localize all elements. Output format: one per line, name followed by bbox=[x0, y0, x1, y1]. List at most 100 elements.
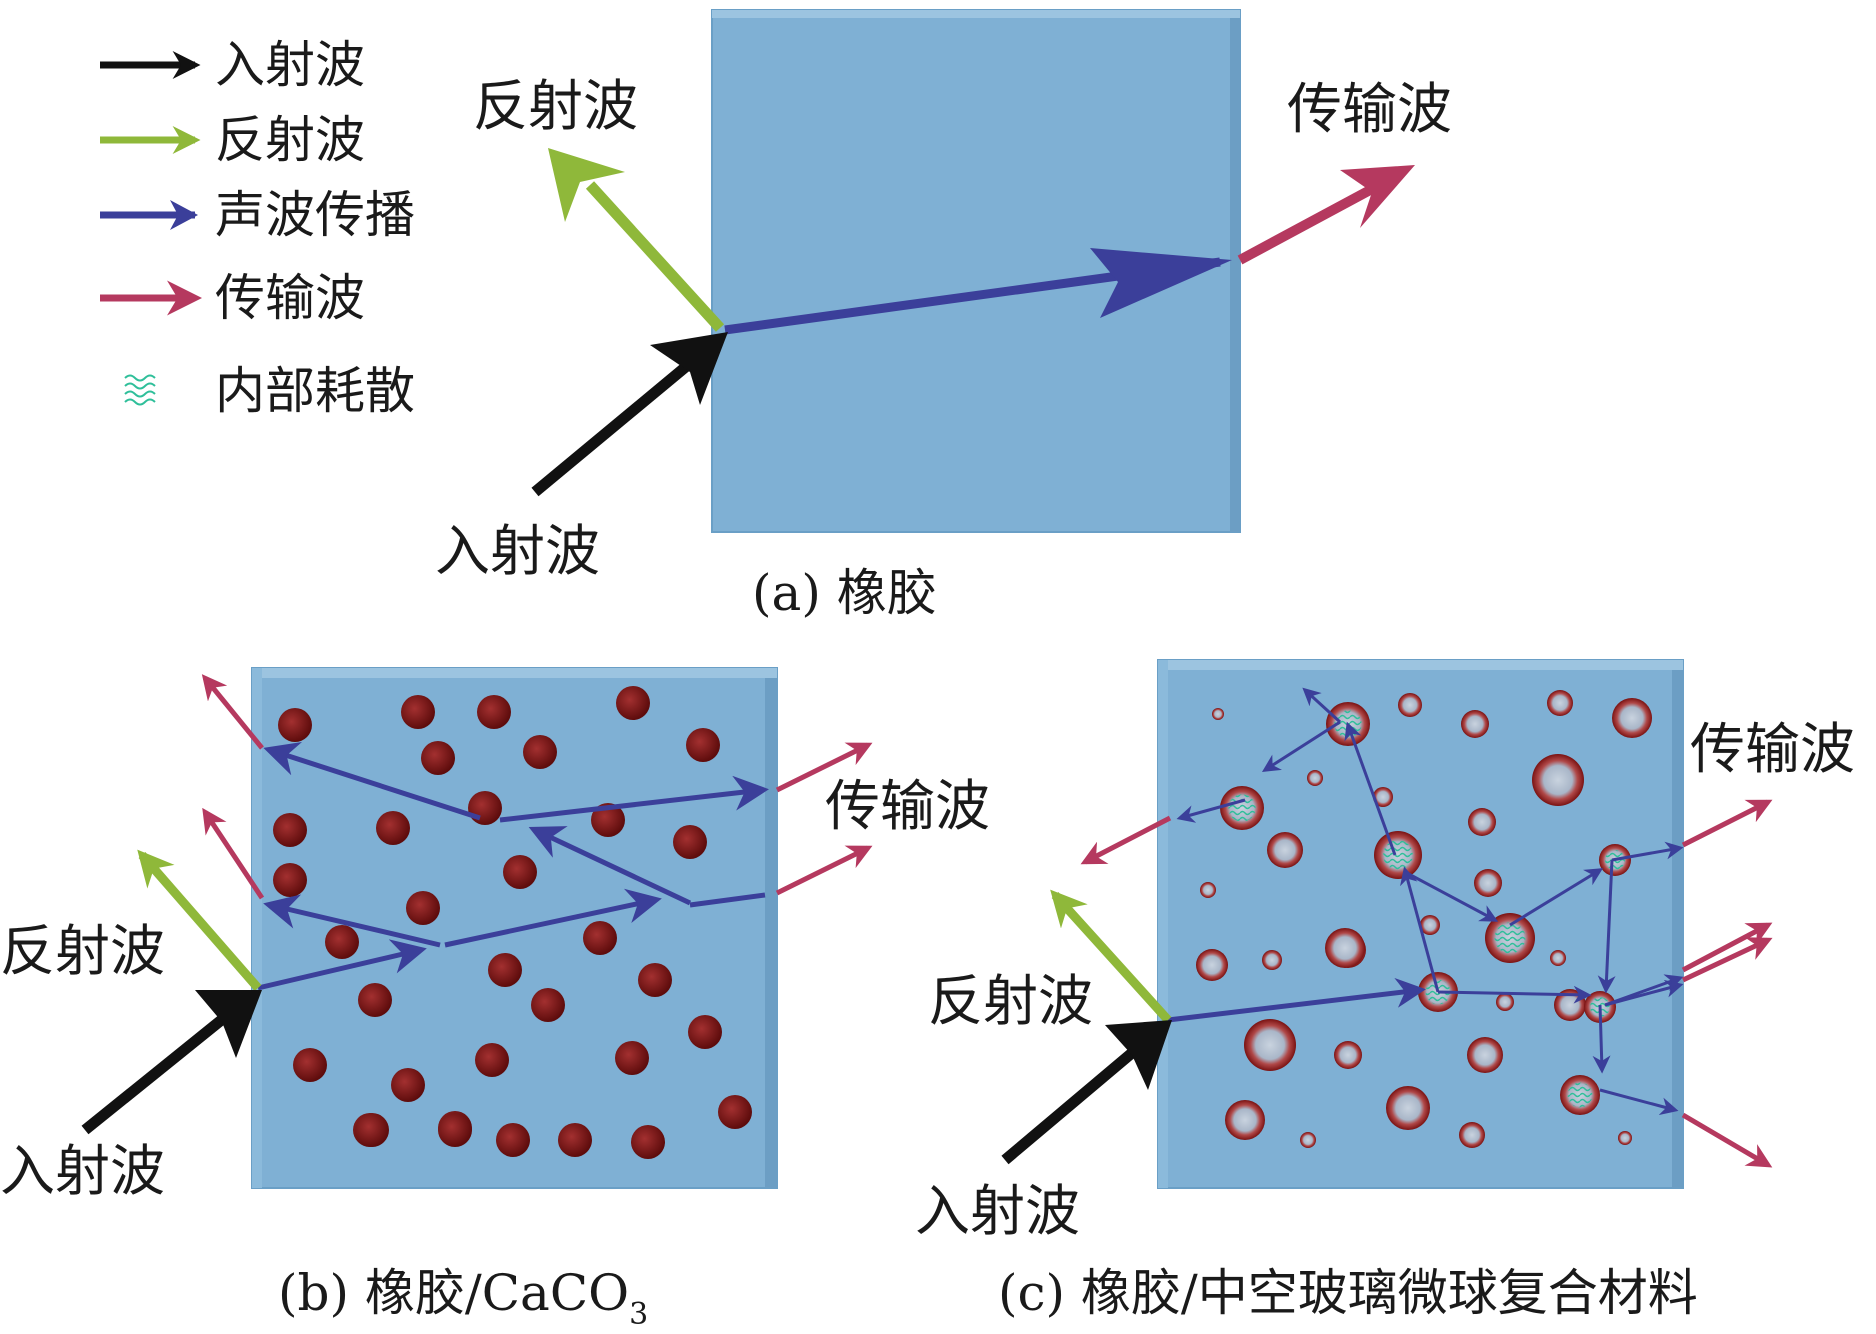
legend-label-transmitted: 传输波 bbox=[215, 269, 365, 327]
hollow-microsphere bbox=[1196, 949, 1228, 981]
caco3-particle bbox=[438, 1113, 472, 1147]
transmitted-arrow-c-left bbox=[1080, 815, 1172, 865]
hollow-microsphere bbox=[1547, 690, 1573, 716]
caco3-particle bbox=[583, 921, 617, 955]
propagation-path-b-2 bbox=[444, 888, 662, 948]
incident-arrow-b bbox=[81, 1000, 244, 1135]
caco3-particle bbox=[278, 708, 312, 742]
wavy-dissipation-icon bbox=[124, 374, 156, 406]
hollow-microsphere bbox=[1468, 808, 1496, 836]
propagation-path-b-4 bbox=[528, 826, 692, 906]
caco3-particle bbox=[638, 963, 672, 997]
caco3-particle bbox=[273, 813, 307, 847]
caco3-particle bbox=[686, 728, 720, 762]
rubber-block-a bbox=[711, 9, 1241, 533]
hollow-microsphere bbox=[1420, 915, 1440, 935]
incident-label-c: 入射波 bbox=[915, 1179, 1080, 1243]
propagation-path-b-7 bbox=[263, 894, 441, 948]
incident-arrow-c bbox=[1001, 1037, 1149, 1165]
caco3-particle bbox=[401, 695, 435, 729]
caco3-particle bbox=[615, 1041, 649, 1075]
hollow-microsphere bbox=[1212, 708, 1224, 720]
incident-label-a: 入射波 bbox=[435, 519, 600, 583]
caco3-particle bbox=[293, 1048, 327, 1082]
hollow-microsphere bbox=[1325, 928, 1365, 968]
hollow-microsphere bbox=[1334, 1041, 1362, 1069]
hollow-microsphere bbox=[1612, 698, 1652, 738]
legend-label-incident: 入射波 bbox=[215, 36, 365, 94]
transmitted-arrowhead-a bbox=[1340, 165, 1415, 228]
caco3-particle bbox=[273, 863, 307, 897]
incident-label-b: 入射波 bbox=[0, 1139, 165, 1203]
hollow-microsphere bbox=[1386, 1086, 1430, 1130]
propagation-paths-c bbox=[1167, 687, 1684, 1115]
caco3-particle bbox=[477, 695, 511, 729]
wavy-dissipation-icon bbox=[1383, 840, 1413, 870]
caco3-particle bbox=[531, 988, 565, 1022]
hollow-microsphere bbox=[1225, 1100, 1265, 1140]
caco3-particle bbox=[591, 803, 625, 837]
caco3-particle bbox=[376, 811, 410, 845]
hollow-glass-microspheres bbox=[1196, 690, 1652, 1148]
caco3-particle bbox=[688, 1015, 722, 1049]
transmitted-label-b: 传输波 bbox=[825, 774, 990, 838]
caco3-particle bbox=[391, 1068, 425, 1102]
caption-c: (c) 橡胶/中空玻璃微球复合材料 bbox=[998, 1264, 1698, 1322]
caco3-particle bbox=[468, 791, 502, 825]
legend-label-propagation: 声波传播 bbox=[215, 186, 415, 244]
hollow-microsphere bbox=[1200, 882, 1216, 898]
propagation-path-b-5 bbox=[499, 775, 769, 823]
wavy-dissipation-icon bbox=[1494, 922, 1526, 954]
hollow-microsphere bbox=[1373, 787, 1393, 807]
propagation-path-c-main bbox=[1167, 977, 1426, 1023]
hollow-microsphere bbox=[1300, 1132, 1316, 1148]
hollow-microsphere bbox=[1267, 832, 1303, 868]
propagation-path-b-6 bbox=[263, 741, 481, 821]
dissipating-microsphere bbox=[1560, 1075, 1600, 1115]
panel-a: 反射波 传输波 入射波 (a) 橡胶 bbox=[435, 9, 1452, 622]
propagation-arrowhead-a bbox=[1090, 248, 1232, 318]
transmitted-arrow-b-right-2 bbox=[775, 845, 873, 896]
reflected-label-c: 反射波 bbox=[928, 969, 1093, 1033]
incident-arrow-a bbox=[531, 350, 704, 497]
blue-arrowhead-icon bbox=[170, 200, 198, 230]
hollow-microsphere bbox=[1618, 1131, 1632, 1145]
caco3-particle bbox=[496, 1123, 530, 1157]
dissipating-microsphere bbox=[1326, 702, 1370, 746]
dissipating-microsphere bbox=[1485, 913, 1535, 963]
legend-label-dissipation: 内部耗散 bbox=[215, 362, 415, 420]
legend-item-dissipation: 内部耗散 bbox=[124, 362, 415, 420]
panel-b: 反射波 传输波 入射波 (b) 橡胶/CaCO3 bbox=[0, 667, 990, 1332]
caco3-particle bbox=[475, 1043, 509, 1077]
transmitted-arrow-a bbox=[1237, 177, 1388, 265]
incident-arrowhead-b bbox=[195, 990, 262, 1058]
incident-arrowhead-a bbox=[650, 332, 728, 405]
reflected-arrow-a bbox=[585, 181, 725, 332]
caption-b: (b) 橡胶/CaCO3 bbox=[278, 1264, 648, 1332]
panel-c: 反射波 传输波 入射波 (c) 橡胶/中空玻璃微球复合材料 bbox=[915, 659, 1855, 1322]
hollow-microsphere bbox=[1244, 1019, 1296, 1071]
reflected-arrowhead-a bbox=[548, 148, 625, 222]
wavy-dissipation-icon bbox=[1567, 1082, 1593, 1108]
caco3-particle bbox=[358, 983, 392, 1017]
hollow-microsphere bbox=[1467, 1037, 1503, 1073]
hollow-microsphere bbox=[1398, 693, 1422, 717]
incident-arrowhead-c bbox=[1105, 1020, 1172, 1090]
caco3-particle bbox=[523, 735, 557, 769]
hollow-microsphere bbox=[1461, 710, 1489, 738]
transmitted-label-c: 传输波 bbox=[1690, 717, 1855, 781]
propagation-path-b-3 bbox=[689, 892, 766, 908]
transmitted-arrow-b-up-1 bbox=[201, 674, 264, 750]
caco3-particle bbox=[558, 1123, 592, 1157]
scattered-reflection-arrows-b bbox=[201, 674, 873, 900]
caco3-particle bbox=[503, 855, 537, 889]
hollow-microsphere bbox=[1307, 770, 1323, 786]
transmitted-arrow-c-right-1 bbox=[1681, 799, 1773, 848]
caption-a: (a) 橡胶 bbox=[752, 564, 937, 622]
transmitted-arrow-b-up-2 bbox=[202, 807, 265, 900]
transmitted-arrows-c bbox=[1080, 799, 1773, 1168]
caco3-particles bbox=[273, 686, 752, 1159]
caco3-particle bbox=[488, 953, 522, 987]
caco3-particle bbox=[355, 1113, 389, 1147]
